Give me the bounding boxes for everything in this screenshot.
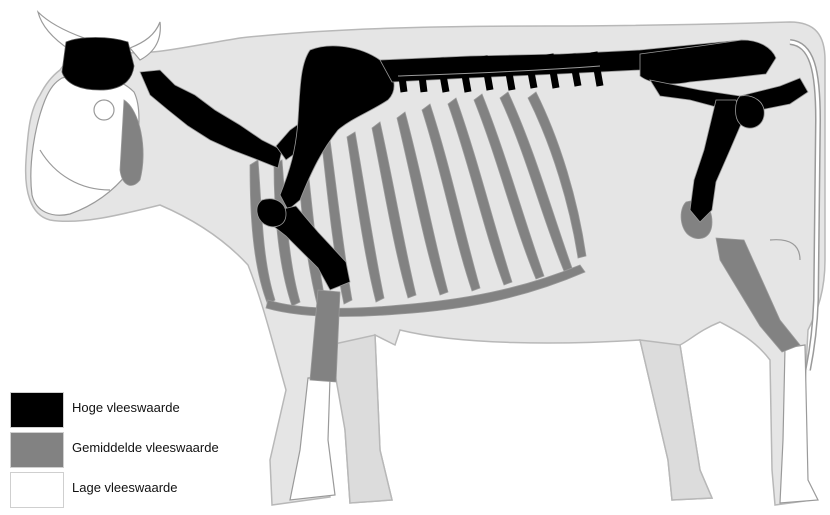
legend-item-high: Hoge vleeswaarde — [10, 390, 310, 430]
legend-item-medium: Gemiddelde vleeswaarde — [10, 430, 310, 470]
legend-label-medium: Gemiddelde vleeswaarde — [72, 440, 219, 455]
legend-swatch-medium — [10, 432, 64, 468]
legend-item-low: Lage vleeswaarde — [10, 470, 310, 510]
legend-swatch-high — [10, 392, 64, 428]
legend-label-high: Hoge vleeswaarde — [72, 400, 180, 415]
legend: Hoge vleeswaarde Gemiddelde vleeswaarde … — [10, 390, 310, 510]
legend-swatch-low — [10, 472, 64, 508]
legend-label-low: Lage vleeswaarde — [72, 480, 178, 495]
